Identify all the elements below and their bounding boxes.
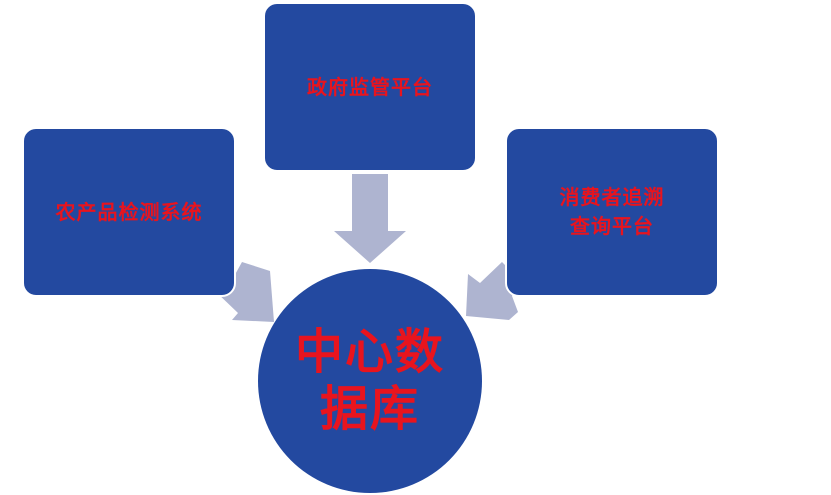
node-central-database: 中心数 据库 xyxy=(258,269,482,493)
node-label: 政府监管平台 xyxy=(307,74,433,99)
node-label: 消费者追溯 查询平台 xyxy=(559,185,665,238)
arrow-top-to-center xyxy=(334,174,406,263)
node-consumer-trace-platform: 消费者追溯 查询平台 xyxy=(505,127,719,297)
node-label: 农产品检测系统 xyxy=(55,199,203,224)
node-government-supervision-platform: 政府监管平台 xyxy=(263,2,477,172)
center-label: 中心数 据库 xyxy=(294,324,445,437)
node-product-testing-system: 农产品检测系统 xyxy=(22,127,236,297)
